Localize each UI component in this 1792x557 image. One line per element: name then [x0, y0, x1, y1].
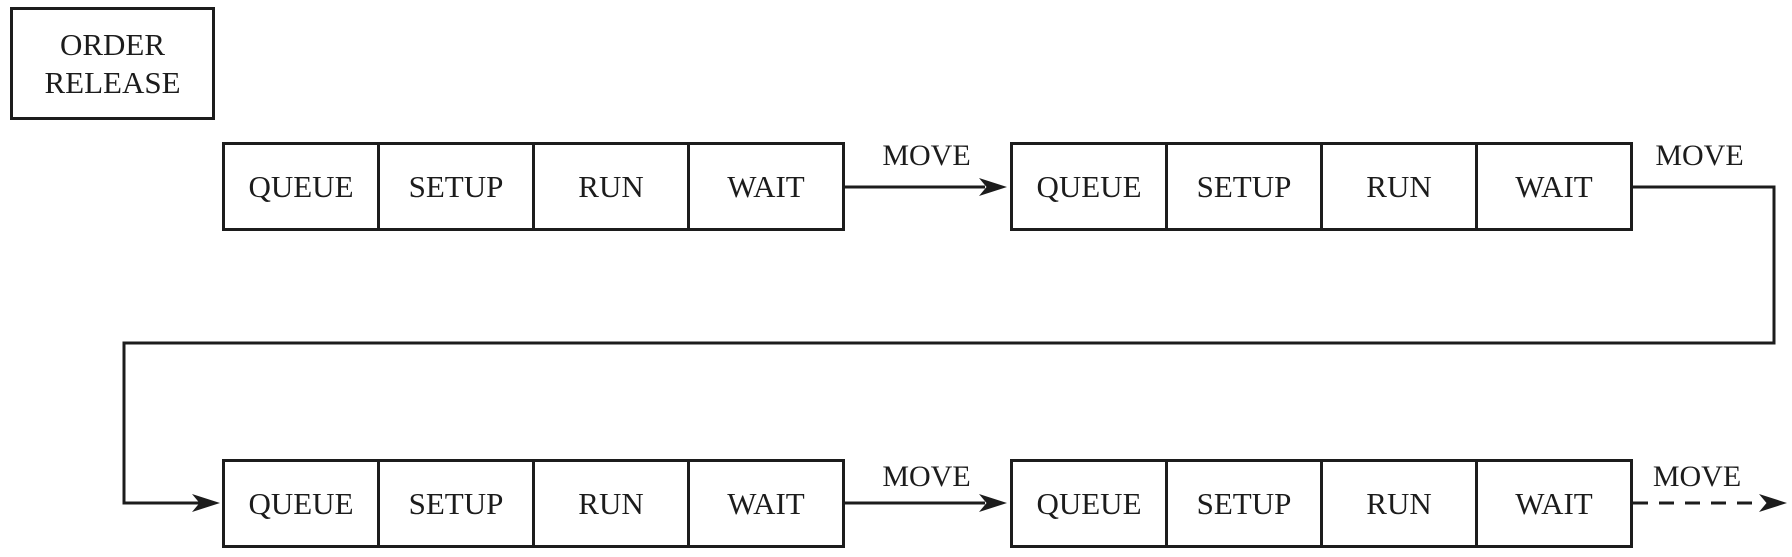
move-arrow-1	[845, 178, 1007, 196]
stage-cell-run: RUN	[532, 462, 687, 545]
move-dashed-arrow	[1633, 494, 1787, 512]
order-release-box: ORDER RELEASE	[10, 7, 215, 120]
move-label-3: MOVE	[882, 460, 971, 493]
work-center-4: QUEUE SETUP RUN WAIT	[1010, 459, 1633, 548]
stage-cell-run: RUN	[1320, 462, 1475, 545]
order-release-line2: RELEASE	[44, 64, 181, 100]
stage-cell-wait: WAIT	[1475, 145, 1630, 228]
work-center-3: QUEUE SETUP RUN WAIT	[222, 459, 845, 548]
arrowhead-icon	[979, 494, 1007, 512]
stage-cell-run: RUN	[532, 145, 687, 228]
stage-cell-wait: WAIT	[687, 462, 842, 545]
stage-cell-wait: WAIT	[687, 145, 842, 228]
move-arrow-2	[845, 494, 1007, 512]
order-release-line1: ORDER	[59, 27, 166, 63]
stage-cell-setup: SETUP	[377, 462, 532, 545]
stage-cell-wait: WAIT	[1475, 462, 1630, 545]
work-center-2: QUEUE SETUP RUN WAIT	[1010, 142, 1633, 231]
move-label-1: MOVE	[882, 139, 971, 172]
move-label-2: MOVE	[1655, 139, 1744, 172]
move-label-4: MOVE	[1652, 460, 1742, 493]
stage-cell-queue: QUEUE	[248, 168, 354, 204]
stage-cell-run: RUN	[1320, 145, 1475, 228]
arrowhead-icon	[979, 178, 1007, 196]
stage-cell-queue: QUEUE	[1036, 168, 1142, 204]
stage-cell-setup: SETUP	[1165, 145, 1320, 228]
arrowhead-icon	[1759, 494, 1787, 512]
move-elbow-arrow	[122, 185, 1776, 512]
arrowhead-icon	[192, 494, 220, 512]
stage-cell-setup: SETUP	[377, 145, 532, 228]
stage-cell-queue: QUEUE	[1036, 485, 1142, 521]
stage-cell-queue: QUEUE	[248, 485, 354, 521]
stage-cell-setup: SETUP	[1165, 462, 1320, 545]
work-center-1: QUEUE SETUP RUN WAIT	[222, 142, 845, 231]
